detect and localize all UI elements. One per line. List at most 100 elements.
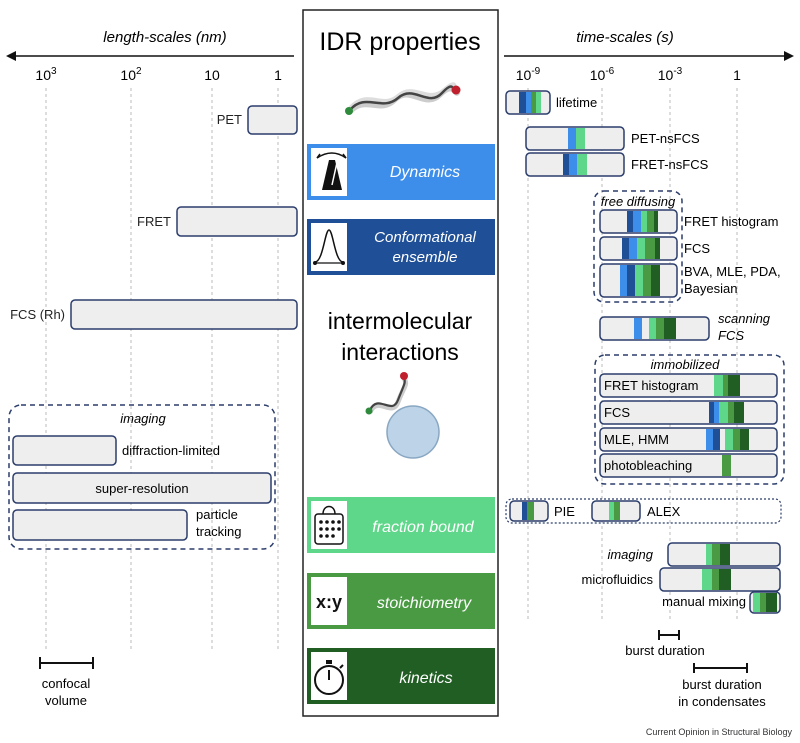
bar-segment-conformational <box>627 211 633 232</box>
svg-text:1: 1 <box>733 67 741 83</box>
confocal-volume-label-line2: volume <box>45 693 87 708</box>
fcs-free-label: FCS <box>684 241 710 256</box>
conformational-label-line2: ensemble <box>392 249 457 266</box>
bar-segment-kinetics <box>651 265 660 296</box>
fcs-rh-label: FCS (Rh) <box>10 307 65 322</box>
bar-segment-kinetics <box>734 402 744 423</box>
confocal-volume-label-line1: confocal <box>42 676 91 691</box>
time-scale-axis: time-scales (s) 10-9 10-6 10-3 1 <box>504 29 794 620</box>
scanning-fcs-label-line1: scanning <box>718 311 771 326</box>
svg-text:10-3: 10-3 <box>658 66 683 83</box>
bar-segment-fraction-bound <box>576 128 585 149</box>
imm-fret-histogram-label: FRET histogram <box>604 378 698 393</box>
imaging-length-group: imaging diffraction-limited super-resolu… <box>8 404 276 550</box>
bar-segment-stoichiometry <box>656 318 664 339</box>
bar-segment-stoichiometry <box>643 265 651 296</box>
conformational-label-line1: Conformational <box>374 229 476 246</box>
bar-segment-fraction-bound <box>719 402 728 423</box>
pie-label: PIE <box>554 504 575 519</box>
idr-properties-title: IDR properties <box>319 28 480 56</box>
particle-tracking-label-line1: particle <box>196 507 238 522</box>
dynamics-panel: Dynamics <box>307 144 495 200</box>
bar-segment-stoichiometry <box>712 569 719 590</box>
bar-segment-dynamics <box>526 92 531 113</box>
bar-segment-stoichiometry <box>531 92 536 113</box>
bar-segment-kinetics <box>654 211 658 232</box>
stoichiometry-label: stoichiometry <box>377 595 472 612</box>
pet-length-bar <box>247 105 298 135</box>
length-tick: 1 <box>274 67 282 83</box>
burst-duration-scale: burst duration <box>625 630 705 658</box>
diffraction-limited-bar <box>12 435 117 466</box>
bar-segment-conformational <box>709 402 714 423</box>
time-gridlines <box>527 88 738 620</box>
intermolecular-title-line2: interactions <box>341 339 459 365</box>
fraction-bound-label: fraction bound <box>372 519 475 536</box>
bar-segment-stoichiometry <box>733 429 740 450</box>
length-scale-methods <box>70 105 298 330</box>
bar-segment-kinetics <box>664 318 676 339</box>
pet-nsfcs-method: PET-nsFCS <box>525 126 700 151</box>
idr-chain-icon <box>345 82 461 115</box>
manual-mixing-method: manual mixing <box>662 591 781 614</box>
bva-label-line2: Bayesian <box>684 281 737 296</box>
bar-segment-fraction-bound <box>753 593 760 612</box>
bar-segment-dynamics <box>706 429 713 450</box>
bar-segment-kinetics <box>719 569 731 590</box>
bar-segment-dynamics <box>569 154 577 175</box>
bar-segment-fraction-bound <box>702 569 712 590</box>
burst-condensates-label-line2: in condensates <box>678 694 766 709</box>
bar-segment-fraction-bound <box>536 92 541 113</box>
bar-segment-dynamics <box>634 318 642 339</box>
bar-segment-conformational <box>622 238 629 259</box>
pet-length-label: PET <box>217 112 242 127</box>
bar-segment-conformational <box>627 265 635 296</box>
kinetics-panel: kinetics <box>307 648 495 704</box>
length-axis-title: length-scales (nm) <box>103 29 226 46</box>
bar-segment-conformational <box>519 92 526 113</box>
fret-nsfcs-label: FRET-nsFCS <box>631 157 709 172</box>
bar-segment-stoichiometry <box>760 593 766 612</box>
bar-segment-kinetics <box>740 429 749 450</box>
super-resolution-label: super-resolution <box>95 481 188 496</box>
bar-segment-stoichiometry <box>527 502 534 520</box>
time-tick: 10-6 <box>590 66 615 83</box>
svg-text:10-9: 10-9 <box>516 66 541 83</box>
length-tick: 10 <box>204 67 220 83</box>
time-tick: 1 <box>733 67 741 83</box>
bar-segment-dynamics <box>620 265 627 296</box>
bar-segment-stoichiometry <box>712 544 720 565</box>
microfluidics-method: microfluidics <box>581 567 781 592</box>
fret-length-label: FRET <box>137 214 171 229</box>
bar-segment-stoichiometry <box>645 238 655 259</box>
bar-segment-fraction-bound <box>637 238 645 259</box>
bar-segment-fraction-bound <box>609 502 614 520</box>
center-panel: IDR properties Dynamics <box>302 9 499 717</box>
bar-segment-stoichiometry <box>722 455 731 476</box>
free-diffusing-label: free diffusing <box>601 194 676 209</box>
photobleaching-label: photobleaching <box>604 458 692 473</box>
kinetics-label: kinetics <box>399 670 452 687</box>
svg-text:1: 1 <box>274 67 282 83</box>
bar-segment-stoichiometry <box>728 402 734 423</box>
bar-segment-fraction-bound <box>714 375 723 396</box>
svg-text:102: 102 <box>120 66 142 83</box>
particle-tracking-bar <box>12 509 188 541</box>
lifetime-label: lifetime <box>556 95 597 110</box>
stopwatch-icon <box>314 660 344 695</box>
bar-segment-fraction-bound <box>577 154 587 175</box>
metronome-icon <box>316 152 347 190</box>
fret-nsfcs-method: FRET-nsFCS <box>525 152 709 177</box>
bar-segment-fraction-bound <box>706 544 712 565</box>
imm-mle-label: MLE, HMM <box>604 432 669 447</box>
right-arrow-icon <box>784 51 794 61</box>
bar-segment-stoichiometry <box>723 375 728 396</box>
bva-label-line1: BVA, MLE, PDA, <box>684 264 781 279</box>
burst-condensates-scale: burst duration in condensates <box>678 663 766 709</box>
length-gridlines <box>45 88 279 650</box>
journal-credit: Current Opinion in Structural Biology <box>645 727 792 737</box>
imaging-time-label: imaging <box>607 547 653 562</box>
bar-segment-kinetics <box>766 593 777 612</box>
svg-text:10: 10 <box>204 67 220 83</box>
